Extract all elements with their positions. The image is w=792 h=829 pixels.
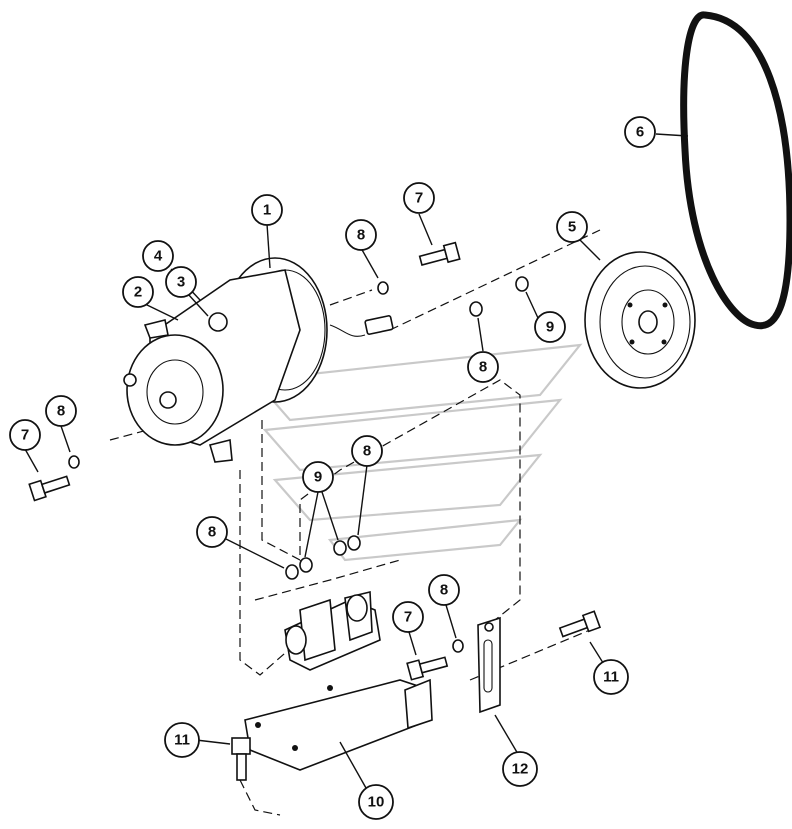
bolt-11-bracket xyxy=(231,737,251,781)
callout-2-label: 2 xyxy=(134,284,142,301)
callout-5: 5 xyxy=(556,211,588,243)
callout-8-middle-label: 8 xyxy=(479,359,487,376)
callout-9-top-label: 9 xyxy=(546,319,554,336)
compressor xyxy=(123,257,394,463)
callout-7-left: 7 xyxy=(9,419,41,451)
mounting-bracket xyxy=(244,590,433,771)
callout-7-bracket: 7 xyxy=(392,601,424,633)
callout-11-right-label: 11 xyxy=(603,669,619,686)
callout-9-lower: 9 xyxy=(302,461,334,493)
callout-11-left-label: 11 xyxy=(174,732,190,749)
adjusting-strap xyxy=(477,616,501,714)
callout-4-label: 4 xyxy=(154,248,163,265)
callout-12-label: 12 xyxy=(512,761,529,778)
drive-belt xyxy=(680,11,792,330)
callout-2: 2 xyxy=(122,276,154,308)
leader-lines xyxy=(24,133,689,789)
callout-7-bracket-label: 7 xyxy=(404,609,412,626)
callout-3: 3 xyxy=(165,266,197,298)
callout-11-left: 11 xyxy=(164,722,200,758)
callout-6-label: 6 xyxy=(636,124,644,141)
callout-8-middle: 8 xyxy=(467,351,499,383)
callout-8-top: 8 xyxy=(345,219,377,251)
callout-8-lower-mid: 8 xyxy=(351,435,383,467)
callout-11-right: 11 xyxy=(593,659,629,695)
callout-12: 12 xyxy=(502,751,538,787)
callout-5-label: 5 xyxy=(568,219,576,236)
callout-8-bracket: 8 xyxy=(428,574,460,606)
callout-3-label: 3 xyxy=(177,274,185,291)
callout-8-left-label: 8 xyxy=(57,403,65,420)
callout-8-lower-mid-label: 8 xyxy=(363,443,371,460)
callout-1: 1 xyxy=(251,194,283,226)
callout-7-top-label: 7 xyxy=(415,190,423,207)
bolts xyxy=(28,241,602,781)
callout-7-top: 7 xyxy=(403,182,435,214)
pulley xyxy=(584,251,696,389)
callout-8-top-label: 8 xyxy=(357,227,365,244)
bolt-7-bracket xyxy=(406,656,449,681)
washers xyxy=(68,276,529,653)
callout-9-lower-label: 9 xyxy=(314,469,322,486)
bolt-7-left xyxy=(28,475,71,502)
callout-8-lower-left: 8 xyxy=(196,516,228,548)
callout-6: 6 xyxy=(624,116,656,148)
callout-1-label: 1 xyxy=(263,202,271,219)
bolt-11-right xyxy=(558,610,602,638)
callout-8-bracket-label: 8 xyxy=(440,582,448,599)
callout-10-label: 10 xyxy=(368,794,385,811)
bolt-7-top xyxy=(418,241,461,266)
callout-7-left-label: 7 xyxy=(21,427,29,444)
callout-10: 10 xyxy=(358,784,394,820)
callout-8-left: 8 xyxy=(45,395,77,427)
callout-9-top: 9 xyxy=(534,311,566,343)
callout-4: 4 xyxy=(142,240,174,272)
callout-8-lower-left-label: 8 xyxy=(208,524,216,541)
